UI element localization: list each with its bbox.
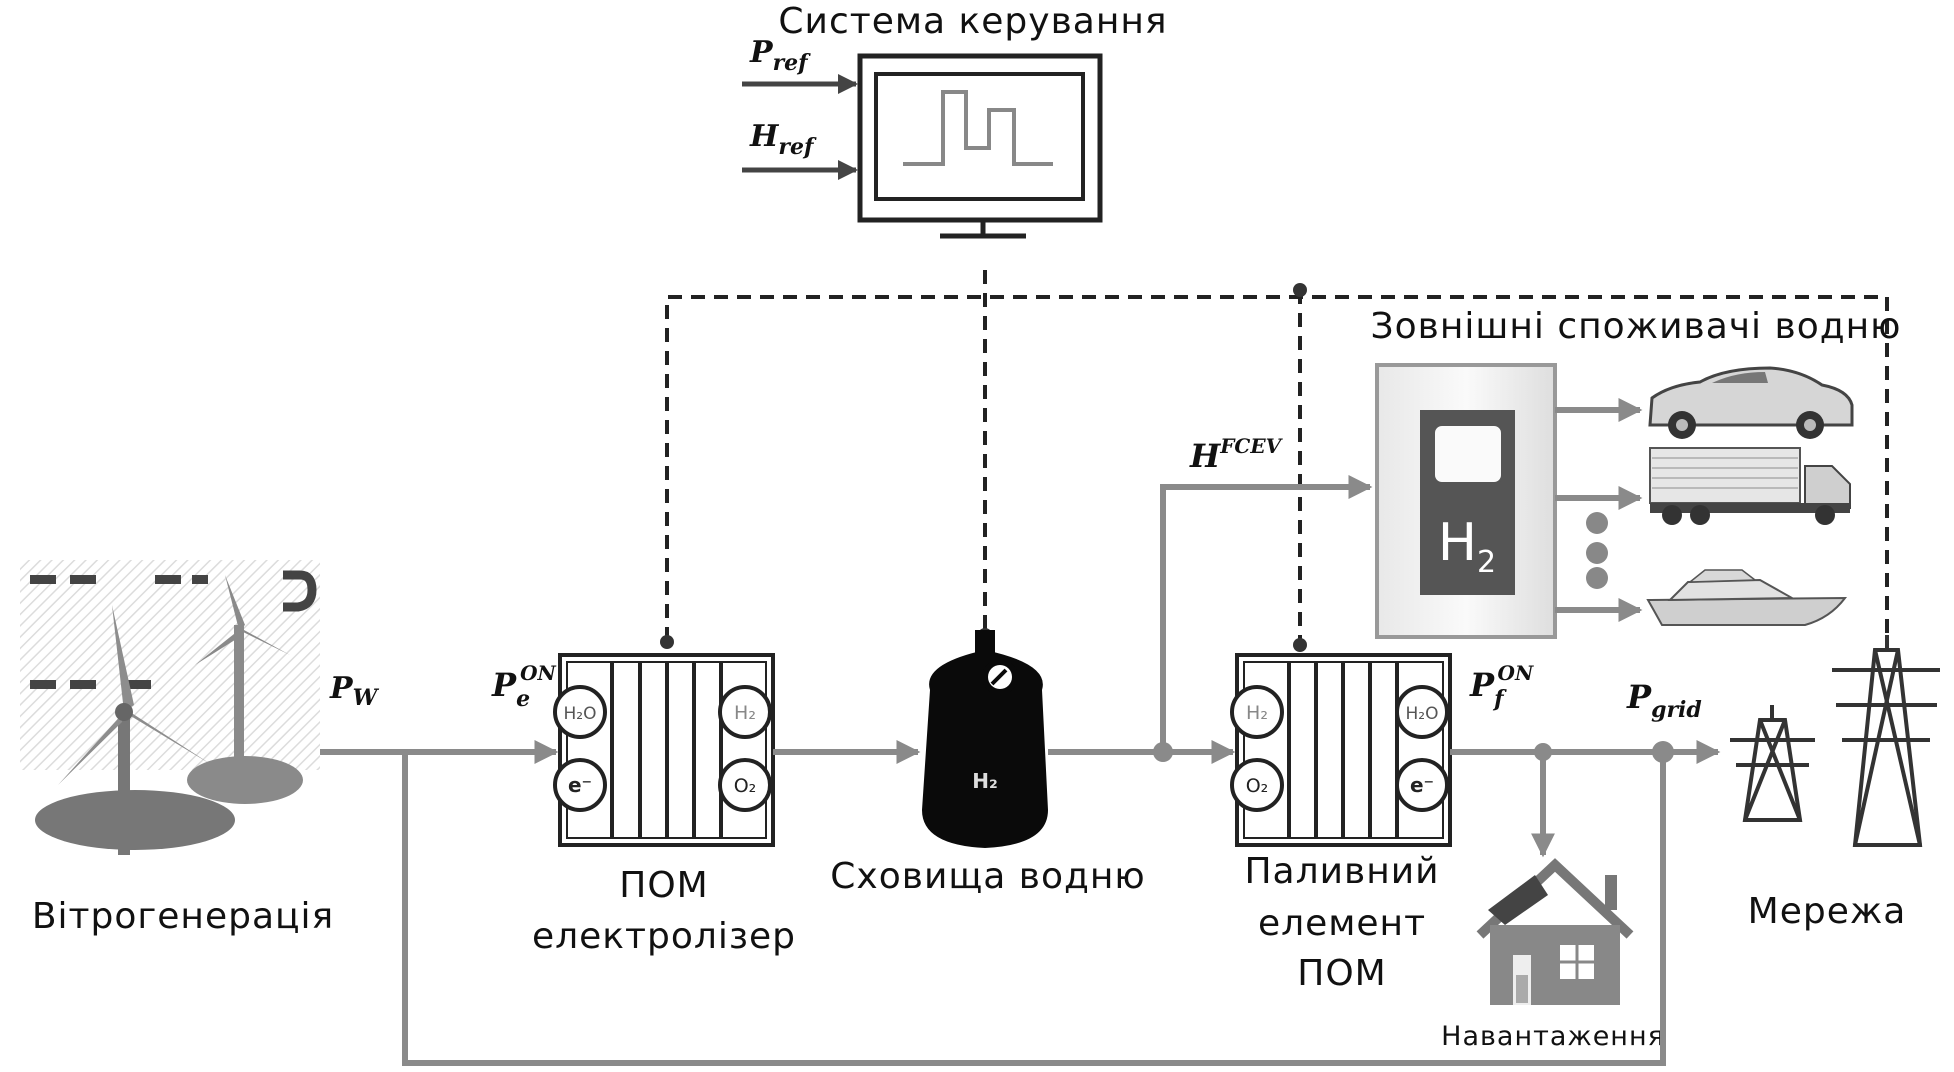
h-fcev-label: HFCEV bbox=[1189, 434, 1284, 475]
control-signal-lines bbox=[660, 270, 1889, 652]
external-consumers-title: Зовнішні споживачі водню bbox=[1371, 306, 1902, 347]
electrolyzer-cell-o2: O₂ bbox=[734, 775, 757, 797]
tank-h2-text: H₂ bbox=[972, 769, 998, 793]
monitor-icon bbox=[857, 53, 1103, 239]
control-system: Система керування Pref Href bbox=[742, 1, 1167, 239]
href-input: Href bbox=[742, 119, 858, 180]
pref-input: Pref bbox=[742, 35, 858, 94]
pw-label: PW bbox=[329, 671, 380, 711]
electrolyzer-label-line1: ПОМ bbox=[619, 865, 708, 906]
wind-label: Вітрогенерація bbox=[32, 896, 334, 937]
electrolyzer-icon: H₂O e⁻ H₂ O₂ bbox=[553, 653, 775, 847]
pe-on-label: PeON bbox=[491, 661, 556, 712]
href-label: Href bbox=[749, 119, 817, 160]
electrolyzer-cell-h2: H₂ bbox=[734, 702, 756, 724]
storage-label: Сховища водню bbox=[830, 856, 1145, 897]
truck-icon bbox=[1649, 447, 1851, 525]
electrolyzer-cell-e: e⁻ bbox=[568, 773, 592, 797]
more-consumers-dots-icon bbox=[1586, 512, 1608, 589]
fuel-cell-cell-e: e⁻ bbox=[1410, 773, 1434, 797]
hydrogen-tank-icon: H₂ bbox=[922, 630, 1048, 848]
fuel-cell-icon: H₂ O₂ H₂O e⁻ bbox=[1230, 653, 1452, 847]
flow-lines bbox=[320, 475, 1721, 1066]
control-system-title: Система керування bbox=[778, 1, 1167, 42]
hydrogen-station-icon: H2 bbox=[1375, 363, 1557, 639]
station-h2-label: H2 bbox=[1438, 513, 1496, 580]
fuel-cell-cell-h2: H₂ bbox=[1246, 702, 1268, 724]
fuel-cell-cell-o2: O₂ bbox=[1246, 775, 1269, 797]
pf-on-label: PfON bbox=[1469, 661, 1534, 712]
electrolyzer-label-line2: електролізер bbox=[532, 916, 796, 957]
fuel-cell-label-line2: елемент bbox=[1258, 903, 1426, 944]
car-icon bbox=[1648, 366, 1854, 439]
load-label: Навантаження bbox=[1441, 1021, 1665, 1052]
house-icon bbox=[1476, 858, 1634, 1005]
boat-icon bbox=[1646, 569, 1848, 626]
fuel-cell-label-line3: ПОМ bbox=[1297, 953, 1386, 994]
power-tower-small-icon bbox=[1730, 705, 1815, 822]
pgrid-label: Pgrid bbox=[1626, 678, 1702, 723]
electrolyzer-cell-h2o: H₂O bbox=[564, 704, 597, 724]
station-output-arrows bbox=[1555, 398, 1643, 622]
fuel-cell-label-line1: Паливний bbox=[1244, 851, 1439, 892]
fuel-cell-cell-h2o: H₂O bbox=[1406, 704, 1439, 724]
grid-label: Мережа bbox=[1748, 891, 1907, 932]
pref-label: Pref bbox=[749, 35, 811, 76]
wind-turbines-icon bbox=[20, 560, 320, 855]
power-tower-large-icon bbox=[1832, 635, 1940, 847]
